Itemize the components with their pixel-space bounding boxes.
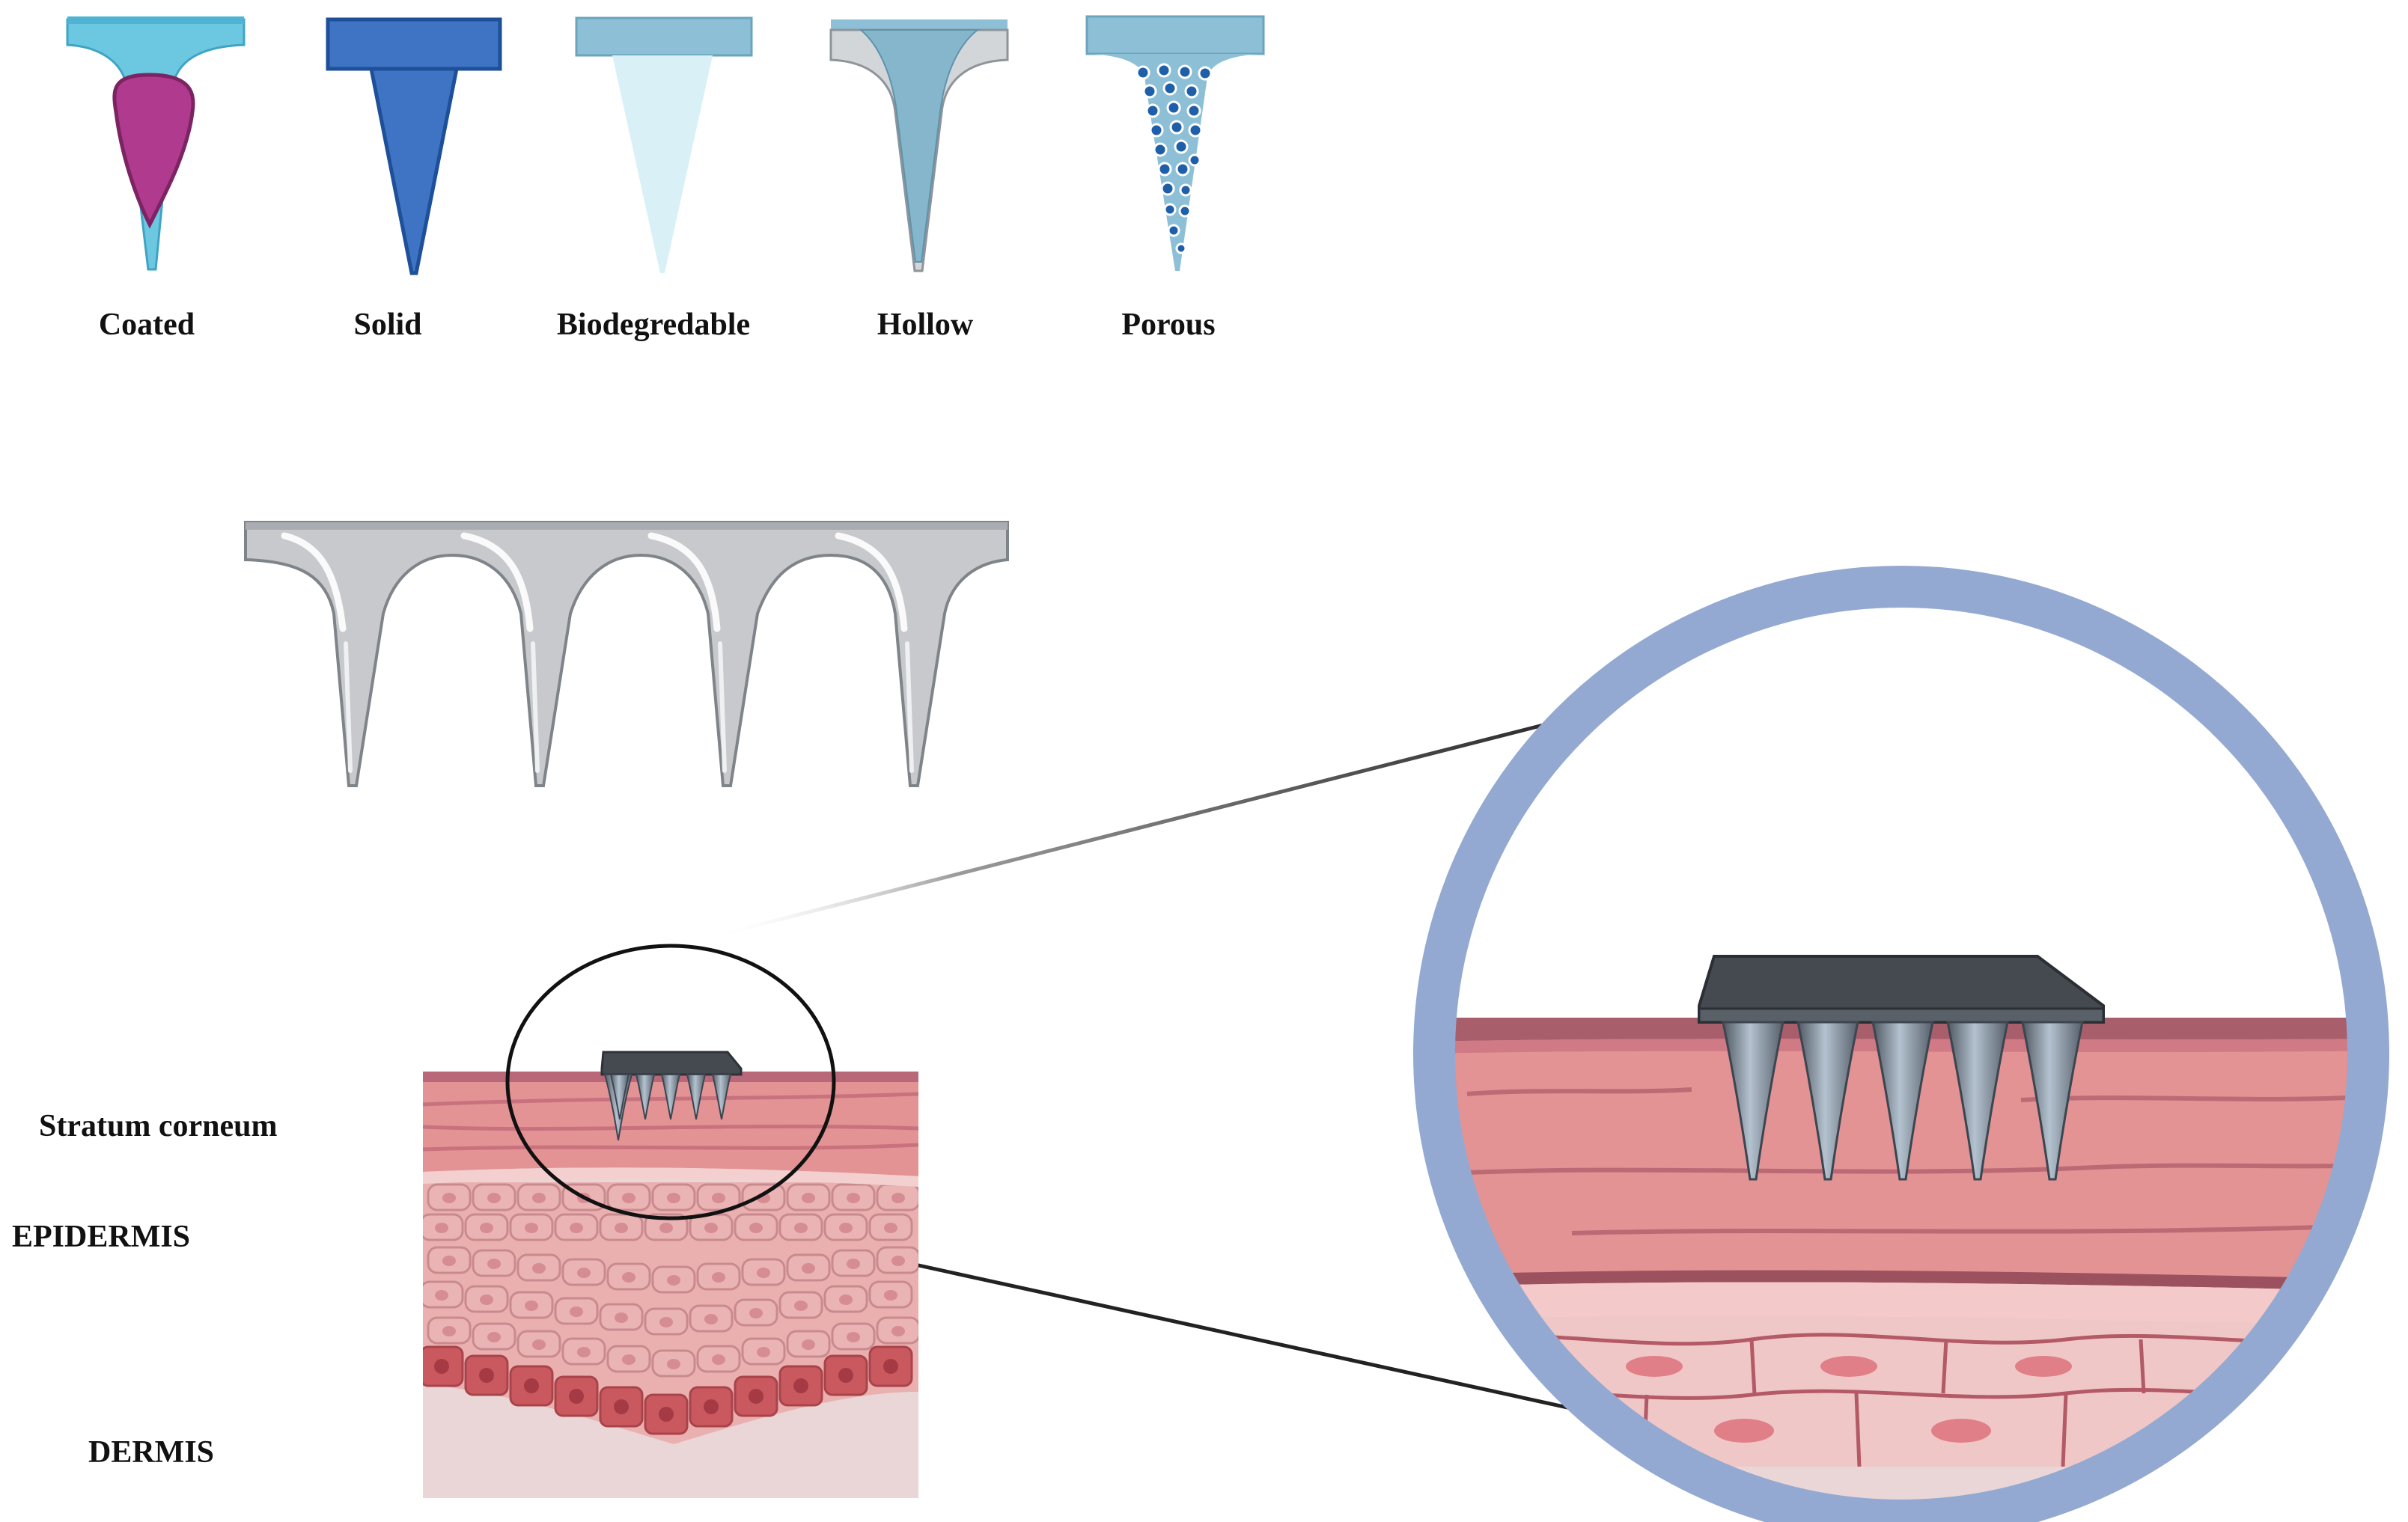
label-dermis: DERMIS xyxy=(88,1435,215,1470)
magnified-microneedle-patch xyxy=(1698,955,2105,1181)
label-stratum-corneum: Stratum corneum xyxy=(39,1109,278,1143)
label-epidermis: EPIDERMIS xyxy=(12,1220,191,1254)
solid-microneedle-icon xyxy=(326,17,502,275)
label-coated: Coated xyxy=(98,308,195,342)
label-porous: Porous xyxy=(1121,308,1216,342)
zoom-region-outline xyxy=(505,944,836,1220)
biodegradable-microneedle-icon xyxy=(575,16,753,273)
label-hollow: Hollow xyxy=(877,308,974,342)
porous-microneedle-icon xyxy=(1085,15,1265,271)
hollow-microneedle-icon xyxy=(829,19,1009,272)
magnified-view xyxy=(1413,566,2389,1522)
small-microneedle-patch xyxy=(600,1051,743,1141)
microneedle-array xyxy=(244,521,1009,787)
coated-microneedle-icon xyxy=(66,16,246,271)
label-solid: Solid xyxy=(353,308,422,342)
label-biodegradable: Biodegredable xyxy=(556,308,751,342)
magnifier-leader-lines xyxy=(710,685,1701,1439)
skin-cross-section xyxy=(423,1072,918,1498)
magnifier-ring xyxy=(1413,566,2389,1522)
